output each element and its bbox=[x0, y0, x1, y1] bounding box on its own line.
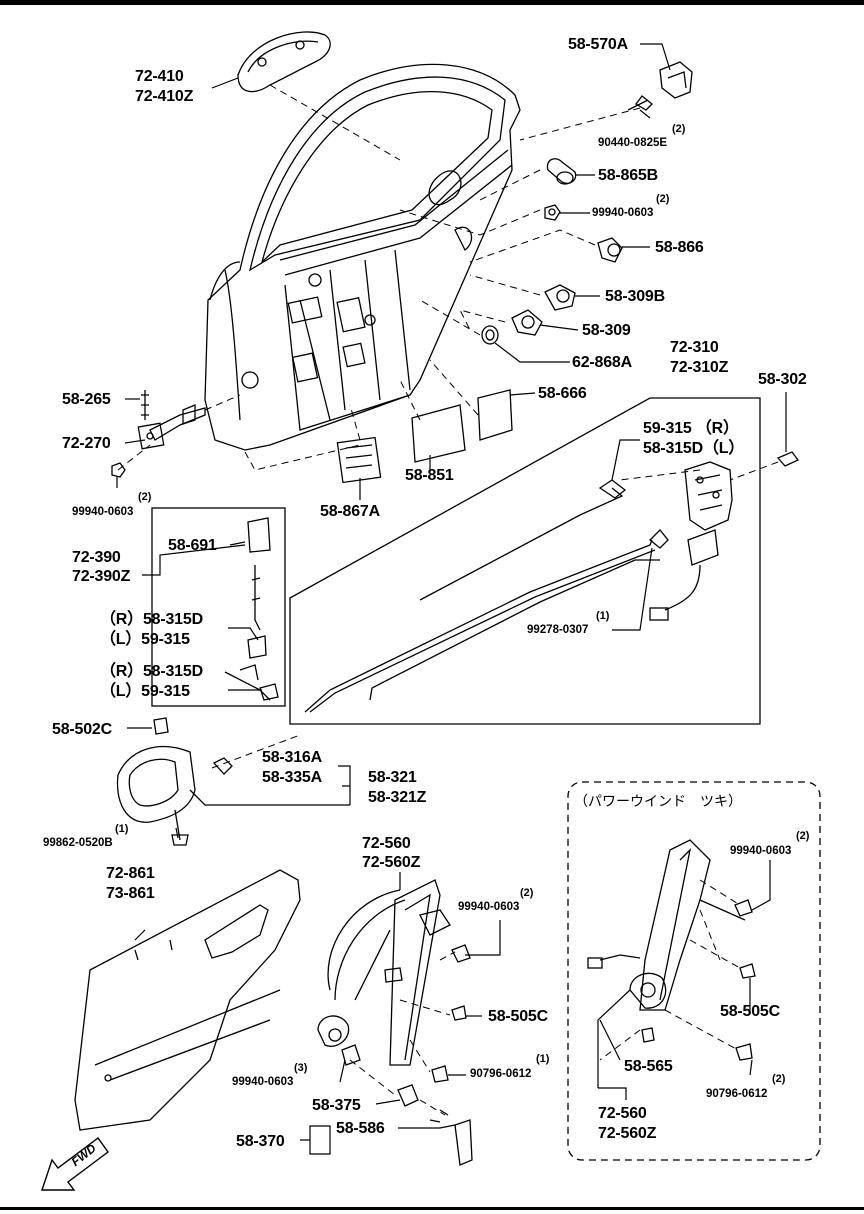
part-58-867A bbox=[336, 436, 382, 484]
label-rod2-R: （R）58-315D bbox=[100, 663, 203, 680]
qty-99940-top: (2) bbox=[656, 193, 670, 205]
label-rod1-L: （L）59-315 bbox=[100, 631, 190, 648]
power-window-caption: （パワーウインド ツキ） bbox=[574, 794, 742, 810]
label-rod2-L: （L）59-315 bbox=[100, 683, 190, 700]
label-58-302: 58-302 bbox=[758, 371, 807, 388]
clip-58-309 bbox=[511, 309, 543, 336]
label-99940-low: 99940-0603 bbox=[232, 1076, 294, 1088]
label-58-309: 58-309 bbox=[582, 322, 631, 339]
label-58-375: 58-375 bbox=[312, 1097, 361, 1114]
label-90440-0825E: 90440-0825E bbox=[598, 137, 668, 149]
label-59-315-R: 59-315 （R） bbox=[643, 420, 739, 437]
bottom-border bbox=[0, 1207, 864, 1210]
qty-pw-bolt: (2) bbox=[772, 1073, 786, 1085]
label-99940-left: 99940-0603 bbox=[72, 506, 134, 518]
pad-58-851 bbox=[411, 404, 466, 463]
label-58-866: 58-866 bbox=[655, 239, 704, 256]
door-check-72-270 bbox=[111, 390, 206, 478]
label-99862-0520B: 99862-0520B bbox=[43, 837, 113, 849]
label-58-321: 58-321 bbox=[368, 769, 417, 786]
rod-parts bbox=[224, 517, 279, 701]
label-72-390: 72-390 bbox=[72, 549, 121, 566]
label-pw-90796: 90796-0612 bbox=[706, 1088, 768, 1100]
rod-assembly-box bbox=[151, 507, 286, 707]
qty-99940-low: (3) bbox=[294, 1062, 308, 1074]
label-58-502C: 58-502C bbox=[52, 721, 112, 738]
label-58-851: 58-851 bbox=[405, 467, 454, 484]
power-window-box bbox=[567, 781, 821, 1161]
label-58-335A: 58-335A bbox=[262, 769, 322, 786]
label-99278-0307: 99278-0307 bbox=[527, 624, 589, 636]
label-99940-top: 99940-0603 bbox=[592, 207, 654, 219]
label-72-410: 72-410 bbox=[135, 68, 184, 85]
solid-leaders bbox=[116, 43, 787, 1155]
label-pw-72-560: 72-560 bbox=[598, 1105, 647, 1122]
label-99940-reg: 99940-0603 bbox=[458, 901, 520, 913]
label-58-315D-L: 58-315D（L） bbox=[643, 440, 745, 457]
qty-90796: (1) bbox=[536, 1053, 550, 1065]
label-pw-99940: 99940-0603 bbox=[730, 845, 792, 857]
label-pw-58-505C: 58-505C bbox=[720, 1003, 780, 1020]
qty-99278: (1) bbox=[596, 610, 610, 622]
latch-assembly-box bbox=[289, 397, 761, 725]
label-58-570A: 58-570A bbox=[568, 36, 628, 53]
label-58-321Z: 58-321Z bbox=[368, 789, 427, 806]
inner-door-handle bbox=[116, 717, 233, 846]
label-pw-58-565: 58-565 bbox=[624, 1058, 673, 1075]
label-58-586: 58-586 bbox=[336, 1120, 385, 1137]
door-panel bbox=[204, 63, 521, 451]
clip-58-309B bbox=[544, 284, 576, 311]
label-72-861: 72-861 bbox=[106, 865, 155, 882]
qty-90440: (2) bbox=[672, 123, 686, 135]
label-58-309B: 58-309B bbox=[605, 288, 665, 305]
clip-58-866 bbox=[597, 237, 623, 263]
label-pw-72-560Z: 72-560Z bbox=[598, 1125, 657, 1142]
grommet-62-868A bbox=[481, 325, 499, 345]
qty-99940-left: (2) bbox=[138, 491, 152, 503]
label-90796-0612: 90796-0612 bbox=[470, 1068, 532, 1080]
latch-rods bbox=[304, 479, 669, 713]
label-58-867A: 58-867A bbox=[320, 503, 380, 520]
inner-handle-bracket bbox=[189, 789, 350, 806]
label-58-691: 58-691 bbox=[168, 537, 217, 554]
label-58-865B: 58-865B bbox=[598, 167, 658, 184]
label-72-560: 72-560 bbox=[362, 835, 411, 852]
grommet-58-865B bbox=[546, 158, 577, 185]
qty-99862: (1) bbox=[115, 823, 129, 835]
nut-99940-top bbox=[544, 204, 561, 221]
label-72-310Z: 72-310Z bbox=[670, 359, 729, 376]
striker-58-570A bbox=[627, 61, 693, 111]
power-window-regulator bbox=[587, 839, 756, 1061]
label-72-560Z: 72-560Z bbox=[362, 854, 421, 871]
label-72-270: 72-270 bbox=[62, 435, 111, 452]
outer-door-handle bbox=[237, 31, 331, 93]
label-58-666: 58-666 bbox=[538, 385, 587, 402]
label-58-265: 58-265 bbox=[62, 391, 111, 408]
latch-72-310 bbox=[649, 451, 800, 621]
door-trim-panel bbox=[74, 869, 301, 1131]
fwd-arrow-icon bbox=[41, 1137, 109, 1191]
label-58-505C: 58-505C bbox=[488, 1008, 548, 1025]
label-72-390Z: 72-390Z bbox=[72, 568, 131, 585]
top-border bbox=[0, 0, 864, 5]
label-72-410Z: 72-410Z bbox=[135, 88, 194, 105]
qty-99940-reg: (2) bbox=[520, 887, 534, 899]
dashed-leaders bbox=[117, 84, 779, 1116]
label-62-868A: 62-868A bbox=[572, 354, 632, 371]
pad-58-666 bbox=[477, 389, 513, 441]
label-58-316A: 58-316A bbox=[262, 749, 322, 766]
label-rod1-R: （R）58-315D bbox=[100, 611, 203, 628]
qty-pw-nut: (2) bbox=[796, 830, 810, 842]
label-72-310: 72-310 bbox=[670, 339, 719, 356]
label-58-370: 58-370 bbox=[236, 1133, 285, 1150]
label-73-861: 73-861 bbox=[106, 885, 155, 902]
